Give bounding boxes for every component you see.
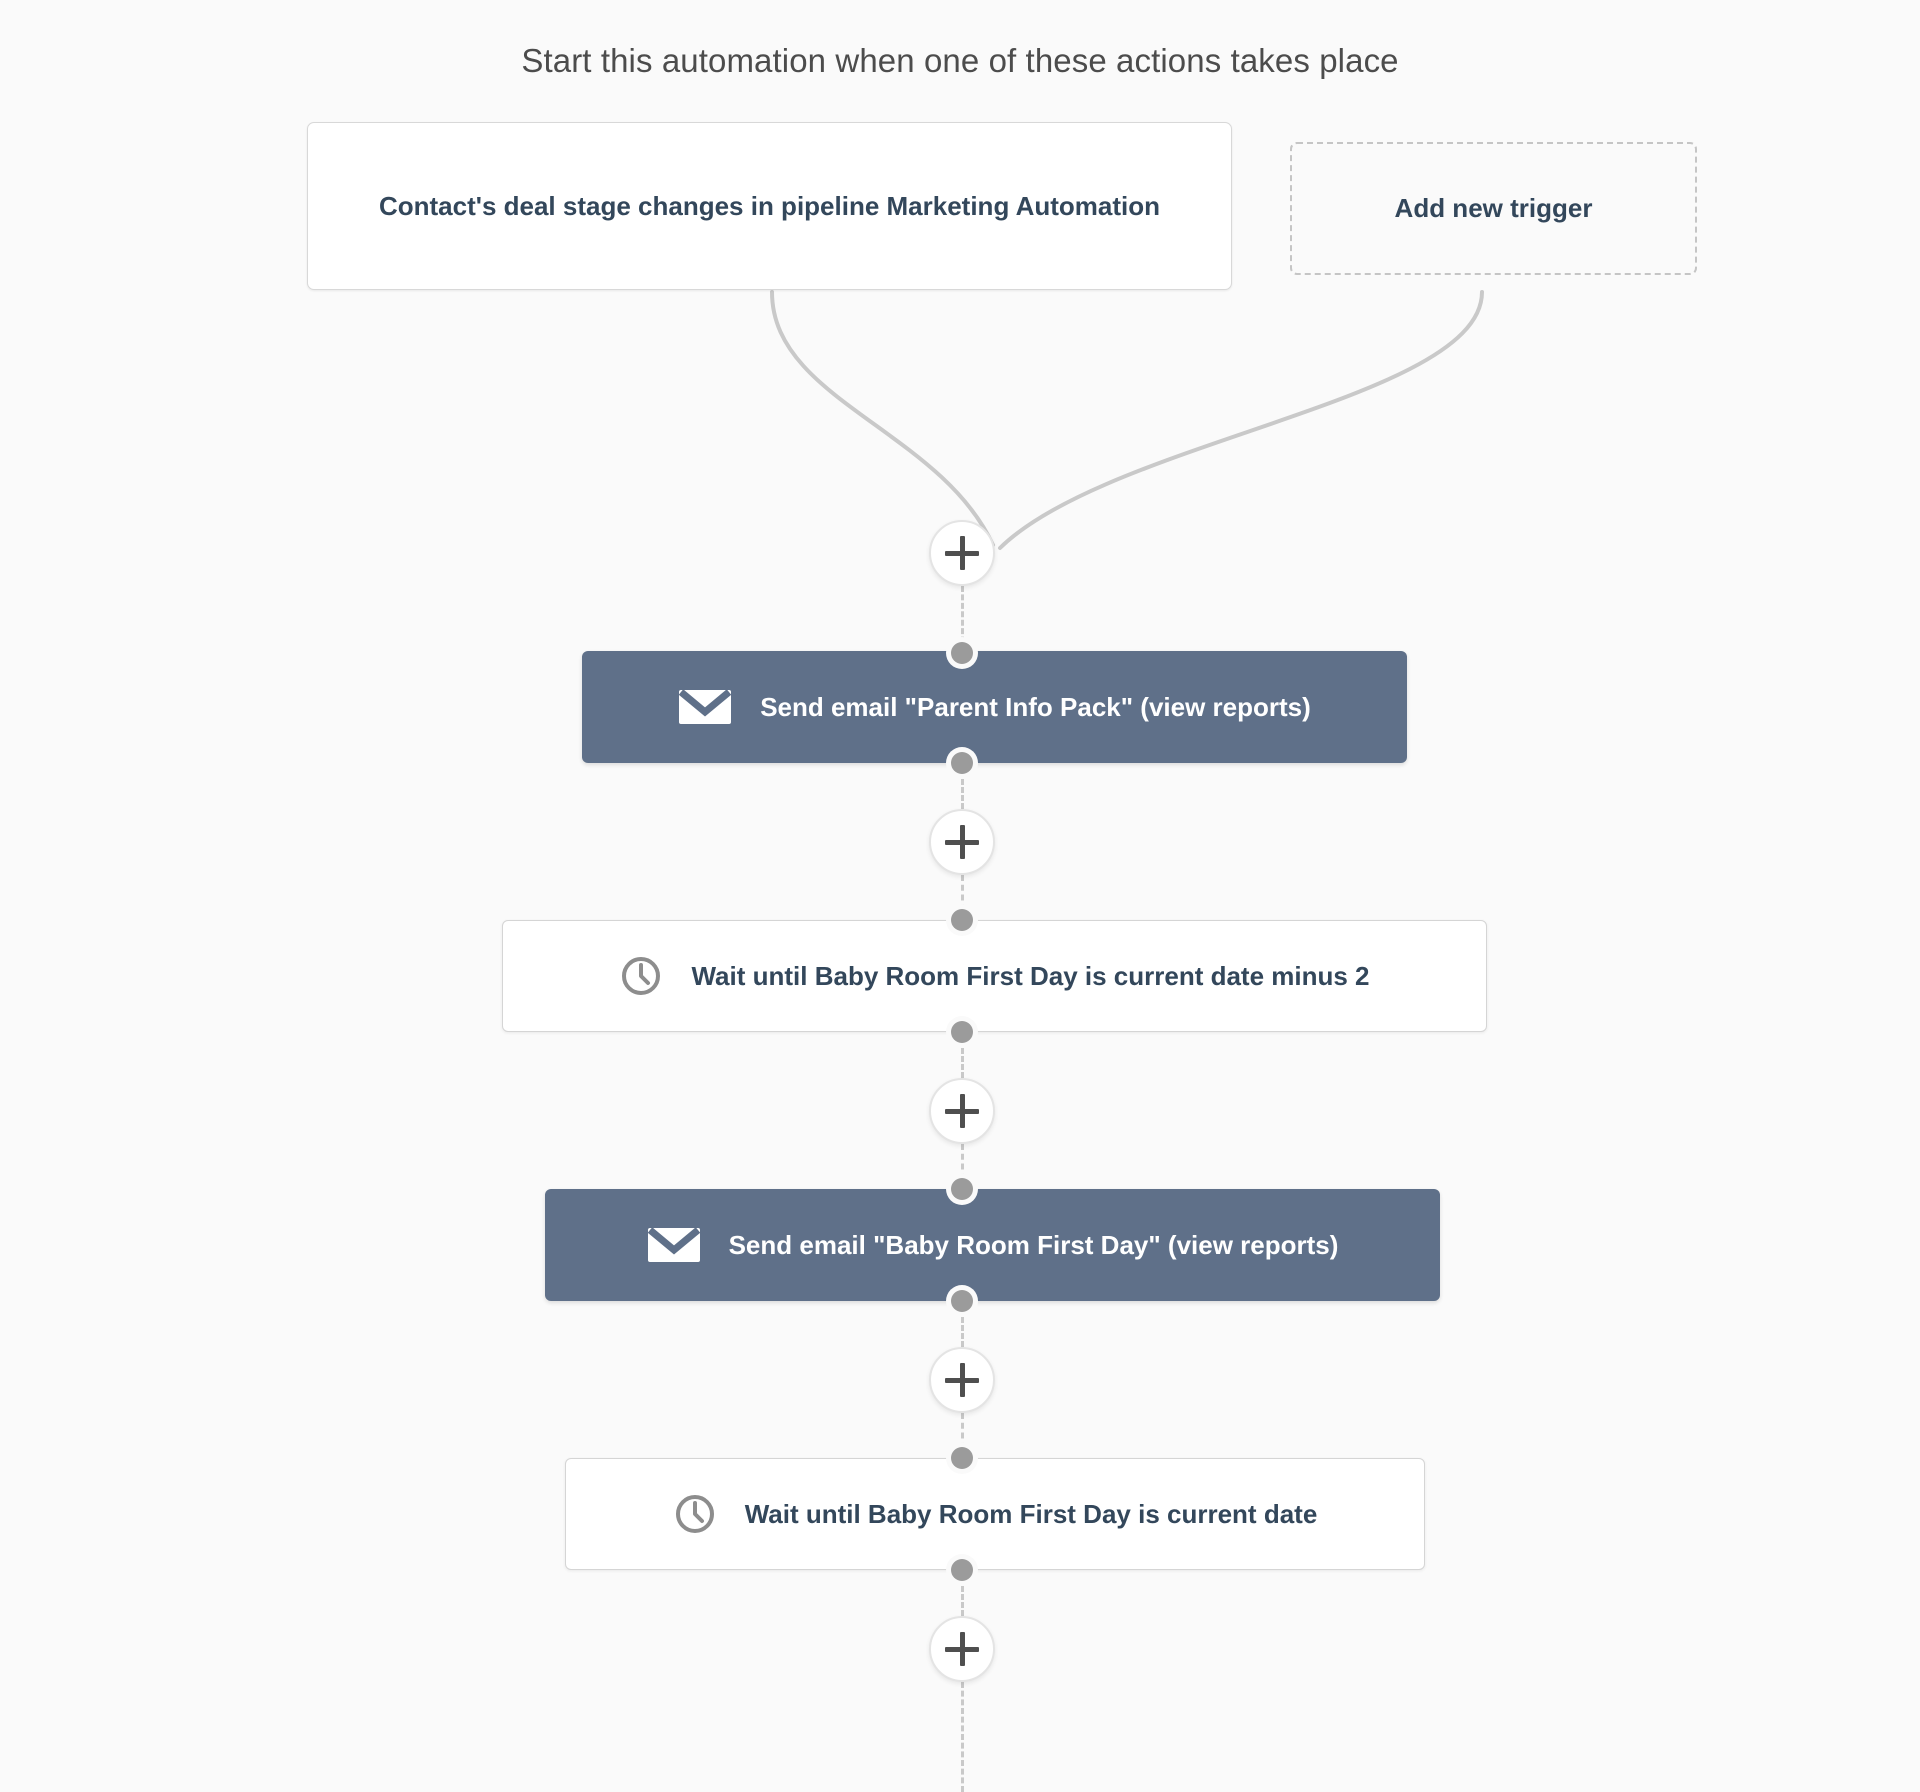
plus-icon <box>945 825 979 859</box>
envelope-icon <box>678 689 732 724</box>
add-step-button-4[interactable] <box>929 1347 995 1413</box>
add-step-button-1[interactable] <box>929 520 995 586</box>
step-label: Wait until Baby Room First Day is curren… <box>744 1498 1318 1529</box>
add-step-button-3[interactable] <box>929 1078 995 1144</box>
connector-dot <box>951 1178 973 1200</box>
connector-segment <box>961 1570 966 1616</box>
step-label: Send email "Baby Room First Day" (view r… <box>728 1229 1339 1260</box>
trigger-row: Contact's deal stage changes in pipeline… <box>307 122 1697 290</box>
step-label: Send email "Parent Info Pack" (view repo… <box>760 691 1311 722</box>
connector-segment <box>961 763 966 809</box>
add-step-button-5[interactable] <box>929 1616 995 1682</box>
connector-segment <box>961 1413 966 1458</box>
plus-icon <box>945 1363 979 1397</box>
clock-icon <box>622 957 661 995</box>
connector-dot <box>951 752 973 774</box>
envelope-icon <box>647 1227 700 1262</box>
trigger-label: Contact's deal stage changes in pipeline… <box>378 190 1160 221</box>
trigger-card-deal-stage[interactable]: Contact's deal stage changes in pipeline… <box>307 122 1232 290</box>
step-node-send-email-baby-room-first-day[interactable]: Send email "Baby Room First Day" (view r… <box>545 1189 1440 1301</box>
add-step-button-2[interactable] <box>929 809 995 875</box>
connector-dot <box>951 1021 973 1043</box>
connector-dot <box>951 1447 973 1469</box>
connector-segment <box>961 586 966 651</box>
connector-segment <box>961 1301 966 1347</box>
connector-dot <box>951 642 973 664</box>
add-trigger-label: Add new trigger <box>1394 193 1593 223</box>
clock-icon <box>675 1495 714 1533</box>
plus-icon <box>945 536 979 570</box>
connector-dot <box>951 1290 973 1312</box>
page-title: Start this automation when one of these … <box>521 42 1399 79</box>
connector-segment <box>961 875 966 920</box>
plus-icon <box>945 1632 979 1666</box>
add-new-trigger-button[interactable]: Add new trigger <box>1290 142 1697 275</box>
plus-icon <box>945 1094 979 1128</box>
connector-segment <box>961 1144 966 1189</box>
connector-dot <box>951 1559 973 1581</box>
connector-dot <box>951 909 973 931</box>
connector-segment <box>961 1682 966 1792</box>
step-label: Wait until Baby Room First Day is curren… <box>691 960 1370 991</box>
step-node-send-email-parent-info-pack[interactable]: Send email "Parent Info Pack" (view repo… <box>582 651 1407 763</box>
connector-segment <box>961 1032 966 1078</box>
step-node-wait-baby-room-first-day-minus-2[interactable]: Wait until Baby Room First Day is curren… <box>502 920 1487 1032</box>
step-node-wait-baby-room-first-day[interactable]: Wait until Baby Room First Day is curren… <box>565 1458 1425 1570</box>
